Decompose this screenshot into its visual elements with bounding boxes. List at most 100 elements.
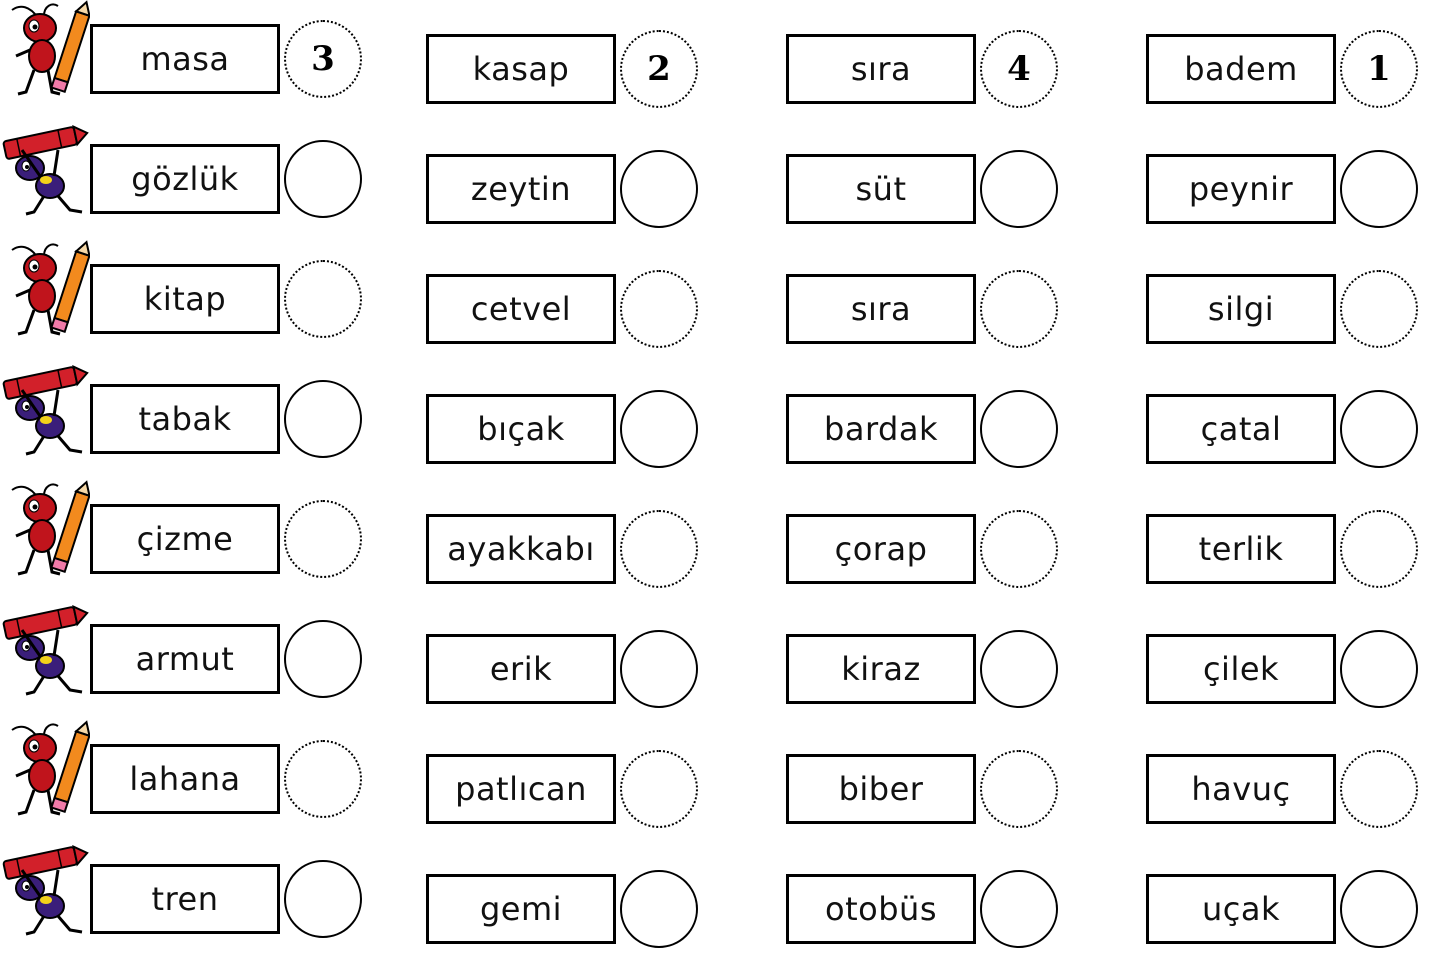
red-ant-pencil-icon: [0, 240, 90, 340]
word-cell: armut: [90, 620, 362, 702]
word-box: sıra: [786, 34, 976, 104]
word-box: armut: [90, 624, 280, 694]
answer-circle[interactable]: 3: [284, 20, 362, 98]
word-box: çizme: [90, 504, 280, 574]
word-cell: bardak: [786, 390, 1058, 472]
word-box: gözlük: [90, 144, 280, 214]
word-box: kiraz: [786, 634, 976, 704]
answer-circle[interactable]: [980, 150, 1058, 228]
word-box: çatal: [1146, 394, 1336, 464]
word-box: cetvel: [426, 274, 616, 344]
answer-circle[interactable]: [980, 390, 1058, 468]
word-cell: biber: [786, 750, 1058, 832]
answer-circle[interactable]: [1340, 150, 1418, 228]
answer-circle[interactable]: [284, 740, 362, 818]
word-box: patlıcan: [426, 754, 616, 824]
purple-ant-crayon-icon: [0, 840, 90, 940]
answer-circle[interactable]: [1340, 870, 1418, 948]
answer-circle[interactable]: [620, 390, 698, 468]
word-cell: kiraz: [786, 630, 1058, 712]
word-box: masa: [90, 24, 280, 94]
answer-circle[interactable]: [980, 630, 1058, 708]
word-box: otobüs: [786, 874, 976, 944]
answer-circle[interactable]: [284, 620, 362, 698]
red-ant-pencil-icon: [0, 0, 90, 100]
purple-ant-crayon-icon: [0, 600, 90, 700]
word-box: terlik: [1146, 514, 1336, 584]
answer-circle[interactable]: [284, 140, 362, 218]
answer-circle[interactable]: [284, 260, 362, 338]
purple-ant-crayon-icon: [0, 120, 90, 220]
word-box: havuç: [1146, 754, 1336, 824]
answer-circle[interactable]: [620, 150, 698, 228]
word-cell: çorap: [786, 510, 1058, 592]
word-box: gemi: [426, 874, 616, 944]
answer-circle[interactable]: [980, 750, 1058, 828]
word-box: kasap: [426, 34, 616, 104]
word-cell: tabak: [90, 380, 362, 462]
red-ant-pencil-icon: [0, 480, 90, 580]
word-cell: çilek: [1146, 630, 1418, 712]
answer-circle[interactable]: [1340, 630, 1418, 708]
word-cell: erik: [426, 630, 698, 712]
word-cell: tren: [90, 860, 362, 942]
word-box: ayakkabı: [426, 514, 616, 584]
word-box: biber: [786, 754, 976, 824]
answer-circle[interactable]: [284, 380, 362, 458]
answer-circle[interactable]: [620, 630, 698, 708]
answer-circle[interactable]: [620, 270, 698, 348]
answer-circle[interactable]: 4: [980, 30, 1058, 108]
word-box: erik: [426, 634, 616, 704]
word-box: çorap: [786, 514, 976, 584]
word-box: kitap: [90, 264, 280, 334]
word-cell: bıçak: [426, 390, 698, 472]
word-cell: gözlük: [90, 140, 362, 222]
word-box: uçak: [1146, 874, 1336, 944]
word-cell: patlıcan: [426, 750, 698, 832]
answer-circle[interactable]: [1340, 270, 1418, 348]
answer-circle[interactable]: [1340, 510, 1418, 588]
answer-circle[interactable]: [620, 750, 698, 828]
answer-circle[interactable]: [980, 510, 1058, 588]
word-cell: kitap: [90, 260, 362, 342]
word-box: tren: [90, 864, 280, 934]
word-box: süt: [786, 154, 976, 224]
word-cell: havuç: [1146, 750, 1418, 832]
word-cell: süt: [786, 150, 1058, 232]
word-box: badem: [1146, 34, 1336, 104]
word-box: silgi: [1146, 274, 1336, 344]
word-box: tabak: [90, 384, 280, 454]
word-box: bıçak: [426, 394, 616, 464]
word-cell: sıra: [786, 270, 1058, 352]
answer-circle[interactable]: [284, 500, 362, 578]
answer-circle[interactable]: [620, 870, 698, 948]
word-cell: cetvel: [426, 270, 698, 352]
answer-circle[interactable]: [1340, 390, 1418, 468]
answer-circle[interactable]: 1: [1340, 30, 1418, 108]
answer-circle[interactable]: [1340, 750, 1418, 828]
word-cell: terlik: [1146, 510, 1418, 592]
word-box: bardak: [786, 394, 976, 464]
answer-circle[interactable]: 2: [620, 30, 698, 108]
word-box: lahana: [90, 744, 280, 814]
word-cell: uçak: [1146, 870, 1418, 952]
answer-circle[interactable]: [620, 510, 698, 588]
word-box: sıra: [786, 274, 976, 344]
word-box: zeytin: [426, 154, 616, 224]
purple-ant-crayon-icon: [0, 360, 90, 460]
answer-circle[interactable]: [980, 270, 1058, 348]
answer-circle[interactable]: [284, 860, 362, 938]
word-cell: ayakkabı: [426, 510, 698, 592]
word-cell: lahana: [90, 740, 362, 822]
word-box: peynir: [1146, 154, 1336, 224]
word-cell: zeytin: [426, 150, 698, 232]
word-cell: silgi: [1146, 270, 1418, 352]
answer-circle[interactable]: [980, 870, 1058, 948]
red-ant-pencil-icon: [0, 720, 90, 820]
word-cell: peynir: [1146, 150, 1418, 232]
